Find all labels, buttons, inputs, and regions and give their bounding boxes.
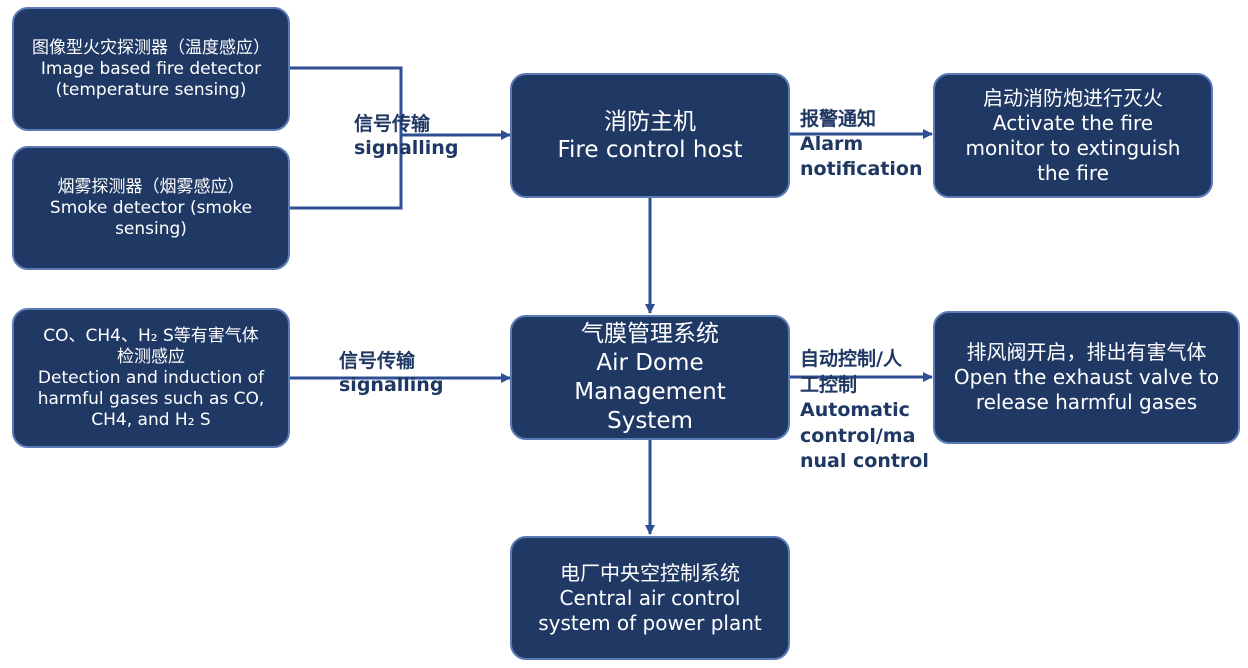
signalling-bottom-zh: 信号传输 [339,350,416,372]
image-fire-detector-box: 图像型火灾探测器（温度感应） Image based fire detector… [12,7,290,131]
signalling-top-label: 信号传输 signalling [354,112,458,160]
image-detector-en-line2: (temperature sensing) [55,79,247,100]
gas-detection-zh-line2: 检测感应 [117,346,185,367]
alarm-notification-label: 报警通知 Alarm notification [800,107,923,182]
fire-host-zh: 消防主机 [604,108,696,135]
image-detector-en-line1: Image based fire detector [40,58,262,79]
exhaust-valve-zh: 排风阀开启，排出有害气体 [966,340,1207,364]
signalling-bottom-label: 信号传输 signalling [339,349,443,397]
central-air-control-box: 电厂中央空控制系统 Central air control system of … [510,536,790,660]
gas-detection-en-line2: harmful gases such as CO, [37,388,265,409]
smoke-detector-zh: 烟雾探测器（烟雾感应） [57,176,245,197]
exhaust-valve-en-line2: release harmful gases [975,390,1198,414]
exhaust-valve-en-line1: Open the exhaust valve to [953,365,1220,389]
gas-detection-box: CO、CH4、H₂ S等有害气体 检测感应 Detection and indu… [12,308,290,448]
fire-monitor-en-line1: Activate the fire [992,110,1154,135]
central-control-en-line1: Central air control [559,585,741,610]
exhaust-valve-box: 排风阀开启，排出有害气体 Open the exhaust valve to r… [933,311,1240,444]
central-control-zh: 电厂中央空控制系统 [560,560,740,585]
signalling-top-en: signalling [354,137,459,159]
fire-monitor-en-line2: monitor to extinguish [965,135,1181,160]
signalling-bottom-en: signalling [339,374,444,396]
smoke-detector-en-line2: sensing) [115,218,187,239]
fire-control-host-box: 消防主机 Fire control host [510,73,790,198]
gas-detection-en-line1: Detection and induction of [37,367,265,388]
air-dome-en-line2: Management [574,378,726,405]
alarm-en-line1: Alarm [800,133,864,155]
fire-monitor-zh: 启动消防炮进行灭火 [983,85,1163,110]
control-zh-line1: 自动控制/人 [800,348,902,370]
smoke-detector-box: 烟雾探测器（烟雾感应） Smoke detector (smoke sensin… [12,146,290,270]
air-dome-management-box: 气膜管理系统 Air Dome Management System [510,315,790,440]
control-en-line1: Automatic [800,399,910,421]
control-zh-line2: 工控制 [800,373,858,396]
signalling-top-zh: 信号传输 [354,113,431,135]
image-detector-zh: 图像型火灾探测器（温度感应） [32,37,270,58]
fire-host-en: Fire control host [557,136,743,163]
gas-detection-zh-line1: CO、CH4、H₂ S等有害气体 [43,325,259,346]
central-control-en-line2: system of power plant [538,610,762,635]
air-dome-zh: 气膜管理系统 [581,320,719,347]
air-dome-en-line1: Air Dome [596,349,704,376]
fire-monitor-en-line3: the fire [1037,160,1109,185]
smoke-detector-en-line1: Smoke detector (smoke [49,197,253,218]
fire-monitor-box: 启动消防炮进行灭火 Activate the fire monitor to e… [933,73,1213,198]
control-en-line2: control/ma [800,424,916,447]
alarm-zh: 报警通知 [800,108,877,130]
gas-detection-en-line3: CH4, and H₂ S [91,409,211,430]
alarm-en-line2: notification [800,158,923,180]
control-mode-label: 自动控制/人 工控制 Automatic control/ma nual con… [800,347,929,475]
control-en-line3: nual control [800,450,929,472]
air-dome-en-line3: System [607,407,693,434]
